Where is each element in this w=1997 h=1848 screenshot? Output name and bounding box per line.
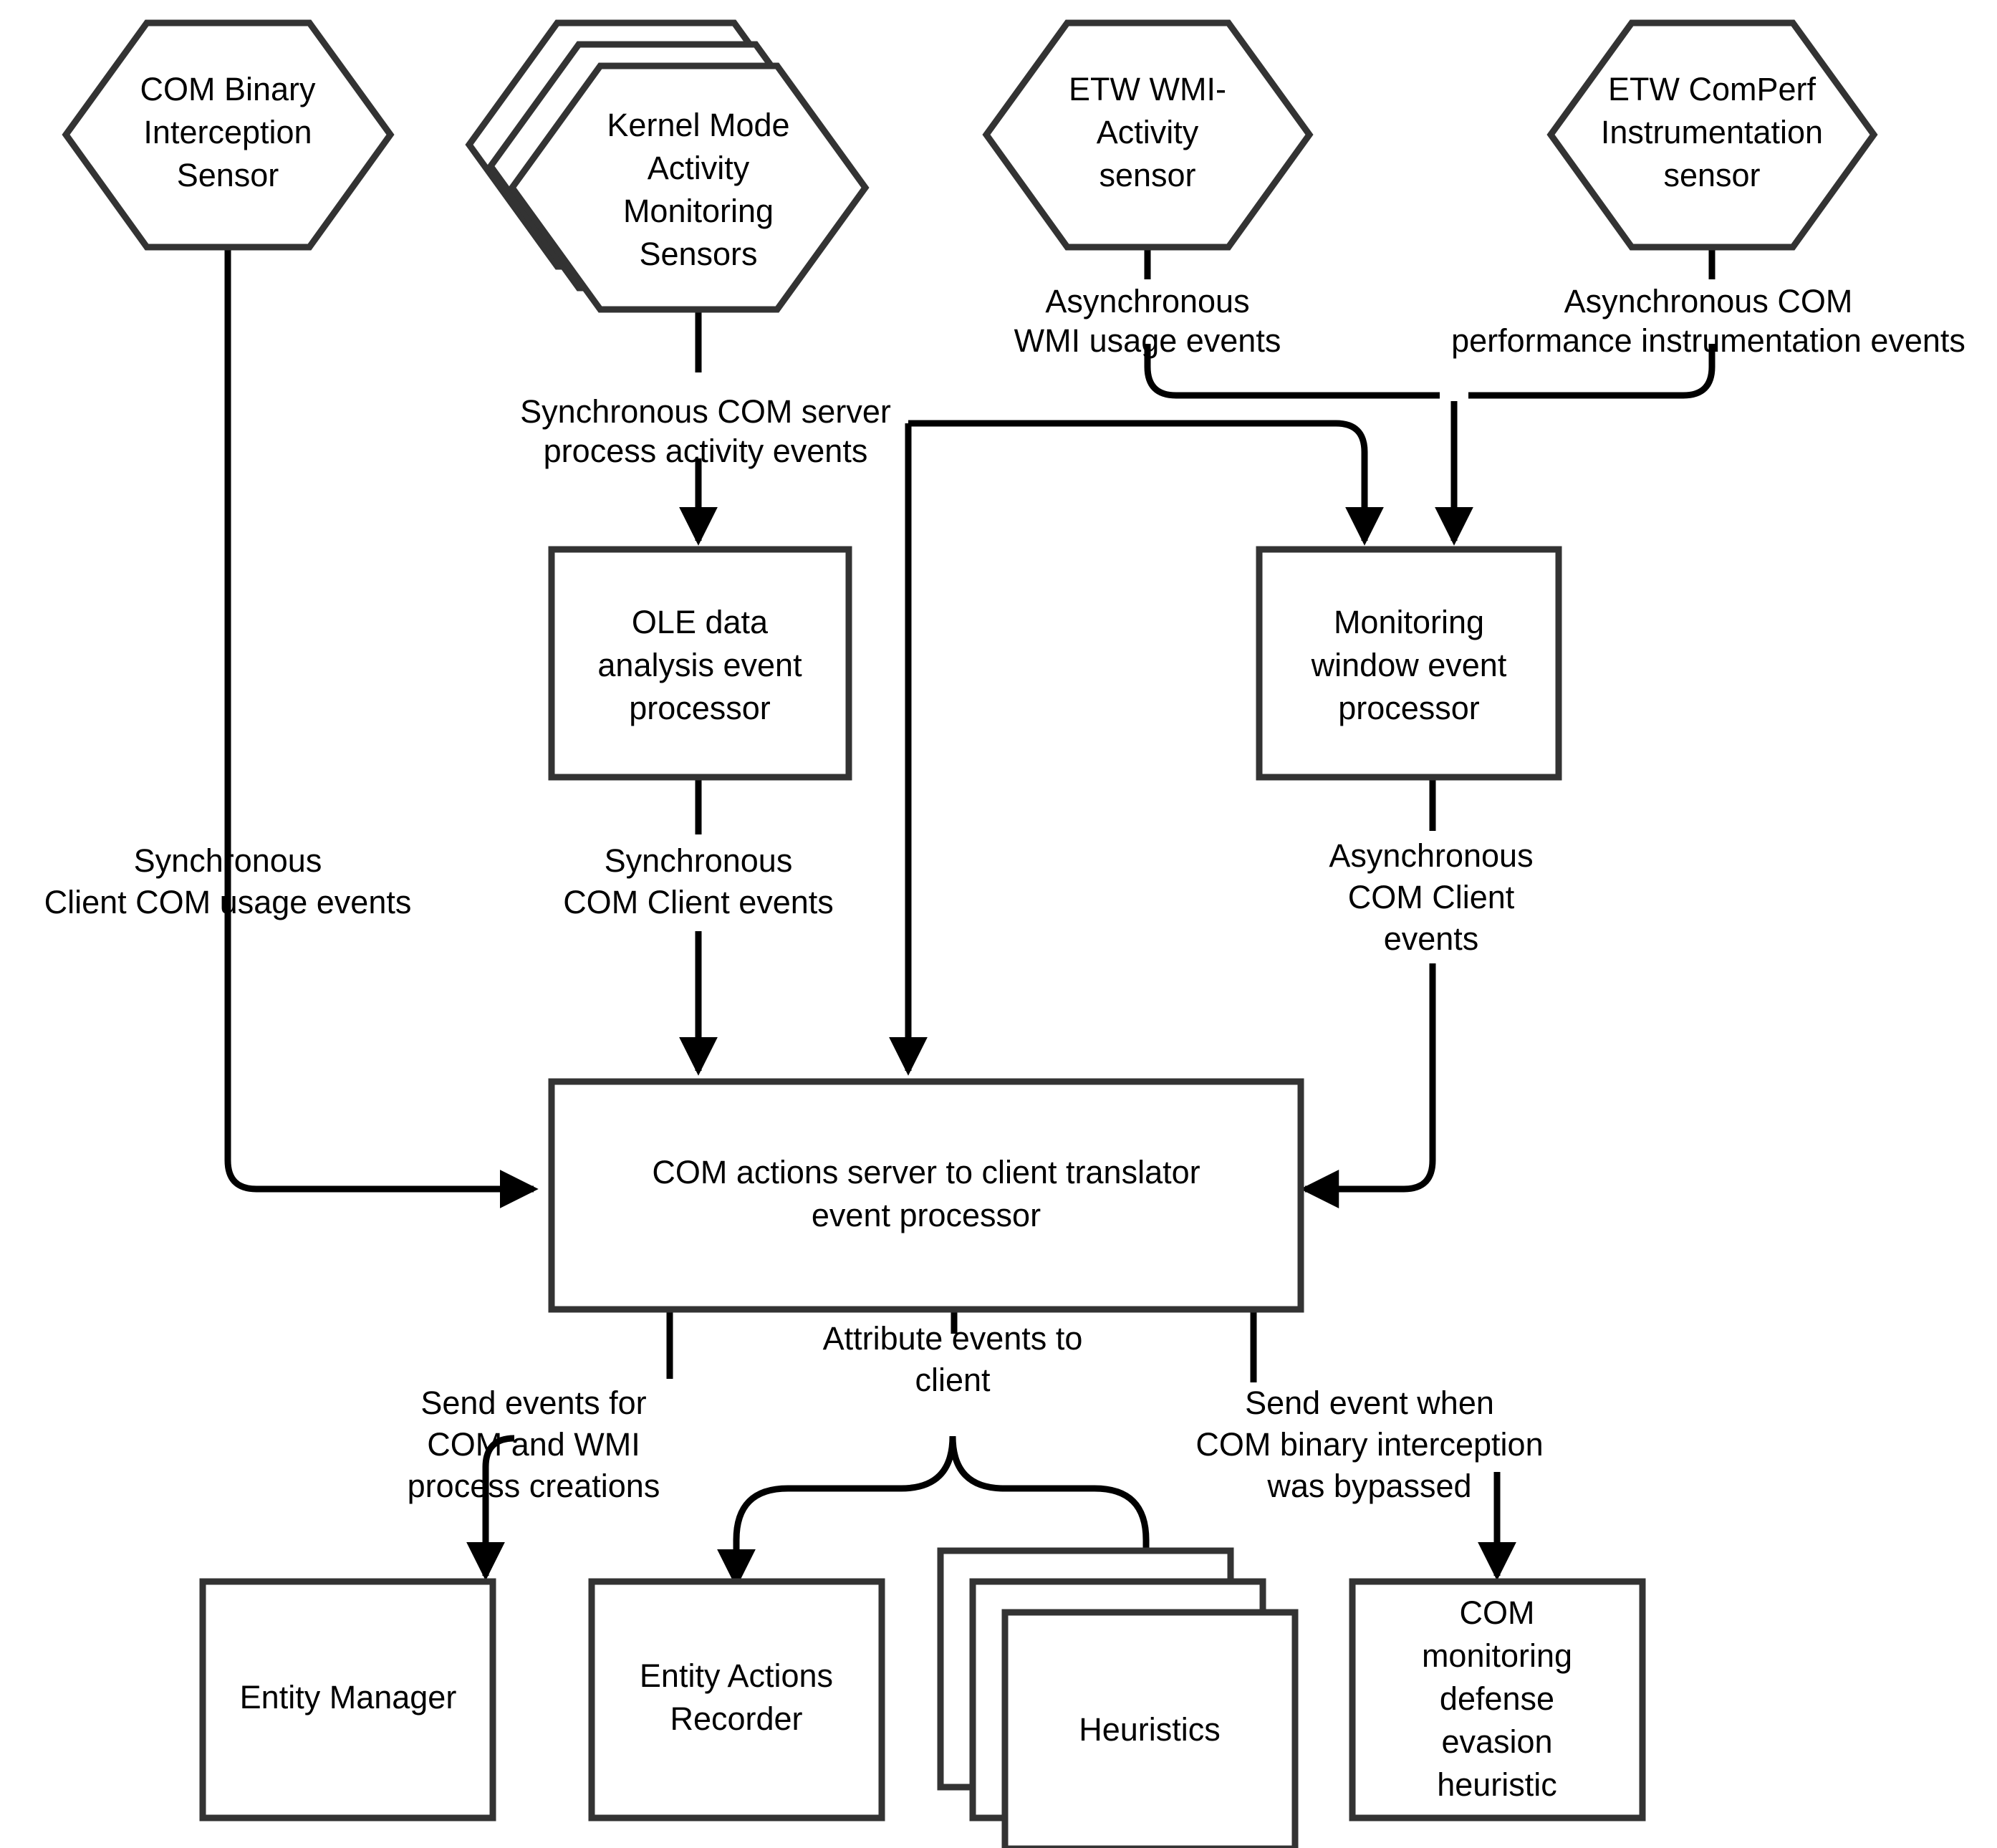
node-label-line-2: sensor <box>1099 157 1195 193</box>
edge-label-line-0: Synchronous COM server <box>520 393 891 430</box>
node-label-line-0: COM <box>1460 1594 1535 1631</box>
edge-label-asynchronous-com-client-events: Asynchronous COM Client events <box>1329 837 1533 957</box>
hexagon-shape <box>982 19 1314 251</box>
node-ole-data-analysis-event-processor[interactable]: OLE data analysis event processor <box>548 546 852 781</box>
edge-label-line-0: Asynchronous COM <box>1564 283 1853 319</box>
edge-label-line-0: Synchronous <box>605 842 793 879</box>
node-label-line-2: processor <box>1338 690 1480 726</box>
edge-translator-fork-left <box>717 1435 956 1588</box>
edge-label-line-2: was bypassed <box>1266 1468 1471 1504</box>
rectangle-shape <box>548 1078 1304 1313</box>
node-label-line-3: evasion <box>1441 1723 1552 1760</box>
edge-monitoring-to-translator-bottom <box>1300 963 1436 1208</box>
node-label-line-0: Entity Actions <box>640 1657 833 1694</box>
node-label-line-1: Activity <box>648 150 750 186</box>
edge-translator-to-entity-manager <box>466 1435 515 1581</box>
edge-label-line-0: Synchronous <box>134 842 322 879</box>
edge-label-line-0: Attribute events to <box>823 1320 1083 1357</box>
edge-label-synchronous-client-com-usage-events: Synchronous Client COM usage events <box>44 842 412 920</box>
edge-kernel-branch-right <box>908 420 1384 546</box>
edge-label-line-1: WMI usage events <box>1014 322 1281 359</box>
node-label-line-0: COM Binary <box>140 71 316 107</box>
node-heuristics[interactable]: Heuristics <box>937 1547 1299 1848</box>
rectangle-shape <box>588 1578 885 1821</box>
edge-label-line-1: Client COM usage events <box>44 884 412 920</box>
node-label-line-2: Sensor <box>177 157 279 193</box>
node-label-line-2: Monitoring <box>623 193 774 229</box>
node-etw-wmi-activity-sensor[interactable]: ETW WMI- Activity sensor <box>982 19 1314 251</box>
edge-label-line-0: Send event when <box>1245 1385 1494 1421</box>
edge-comperf-sensor-to-merge <box>1468 344 1716 399</box>
edge-label-send-event-when-com-binary-interception-was-bypassed: Send event when COM binary interception … <box>1195 1385 1543 1504</box>
rectangle-shape <box>199 1578 496 1821</box>
rectangle-shape <box>1349 1578 1646 1821</box>
edge-label-line-1: COM Client <box>1348 879 1515 915</box>
node-label-line-1: window event <box>1311 647 1507 683</box>
edge-label-asynchronous-com-performance-instrumentation-events: Asynchronous COM performance instrumenta… <box>1451 283 1965 359</box>
hexagon-shape <box>62 19 395 251</box>
edge-label-line-1: COM and WMI <box>427 1426 640 1463</box>
node-label-line-1: Instrumentation <box>1601 114 1823 150</box>
node-label-line-0: Kernel Mode <box>607 107 789 143</box>
rectangle-shape <box>548 546 852 781</box>
node-label-line-1: analysis event <box>597 647 802 683</box>
edge-translator-fork-right <box>949 1435 1165 1588</box>
rectangle-shape <box>1001 1609 1299 1848</box>
node-label-line-0: Monitoring <box>1334 604 1484 640</box>
edge-label-line-1: COM binary interception <box>1195 1426 1543 1463</box>
edge-label-synchronous-com-client-events: Synchronous COM Client events <box>563 842 834 920</box>
edge-label-line-2: process creations <box>408 1468 660 1504</box>
node-label-line-0: ETW WMI- <box>1069 71 1226 107</box>
hexagon-shape <box>508 62 870 313</box>
hexagon-shape <box>1546 19 1878 251</box>
edge-com-binary-to-translator <box>224 247 539 1208</box>
edge-label-line-1: process activity events <box>544 433 868 469</box>
node-label-line-0: COM actions server to client translator <box>652 1154 1200 1190</box>
node-label-line-2: processor <box>629 690 771 726</box>
node-com-actions-translator-event-processor[interactable]: COM actions server to client translator … <box>548 1078 1304 1313</box>
node-monitoring-window-event-processor[interactable]: Monitoring window event processor <box>1256 546 1562 781</box>
node-label-line-1: event processor <box>812 1197 1041 1233</box>
node-label-line-1: Activity <box>1097 114 1199 150</box>
edge-label-line-1: performance instrumentation events <box>1451 322 1965 359</box>
edge-label-line-0: Send events for <box>420 1385 646 1421</box>
node-label-line-1: Interception <box>143 114 312 150</box>
node-label-line-0: ETW ComPerf <box>1608 71 1816 107</box>
node-entity-manager[interactable]: Entity Manager <box>199 1578 496 1821</box>
node-kernel-mode-activity-monitoring-sensors[interactable]: Kernel Mode Activity Monitoring Sensors <box>465 19 870 313</box>
edge-label-line-1: client <box>915 1362 991 1398</box>
edge-label-line-0: Asynchronous <box>1045 283 1249 319</box>
edge-label-asynchronous-wmi-usage-events: Asynchronous WMI usage events <box>1014 283 1281 359</box>
node-label-line-2: sensor <box>1663 157 1760 193</box>
edge-label-line-2: events <box>1384 920 1479 957</box>
node-label-line-4: heuristic <box>1437 1766 1557 1803</box>
edge-wmi-sensor-to-merge <box>1144 344 1440 399</box>
node-label-line-0: Heuristics <box>1079 1711 1221 1748</box>
node-entity-actions-recorder[interactable]: Entity Actions Recorder <box>588 1578 885 1821</box>
edge-label-attribute-events-to-client: Attribute events to client <box>823 1320 1083 1398</box>
rectangle-shape <box>1256 546 1562 781</box>
node-label-line-1: monitoring <box>1422 1637 1572 1674</box>
node-label-line-1: Recorder <box>670 1700 802 1737</box>
node-label-line-2: defense <box>1440 1680 1554 1717</box>
node-com-monitoring-defense-evasion-heuristic[interactable]: COM monitoring defense evasion heuristic <box>1349 1578 1646 1821</box>
edge-label-line-1: COM Client events <box>563 884 834 920</box>
node-label-line-0: Entity Manager <box>240 1679 457 1715</box>
edge-label-send-events-for-com-and-wmi-process-creations: Send events for COM and WMI process crea… <box>408 1385 660 1504</box>
node-label-line-0: OLE data <box>632 604 769 640</box>
node-label-line-3: Sensors <box>639 236 757 272</box>
edge-label-synchronous-com-server-process-activity-events: Synchronous COM server process activity … <box>520 393 891 469</box>
node-com-binary-interception-sensor[interactable]: COM Binary Interception Sensor <box>62 19 395 251</box>
node-etw-comperf-instrumentation-sensor[interactable]: ETW ComPerf Instrumentation sensor <box>1546 19 1878 251</box>
edge-label-line-0: Asynchronous <box>1329 837 1533 874</box>
